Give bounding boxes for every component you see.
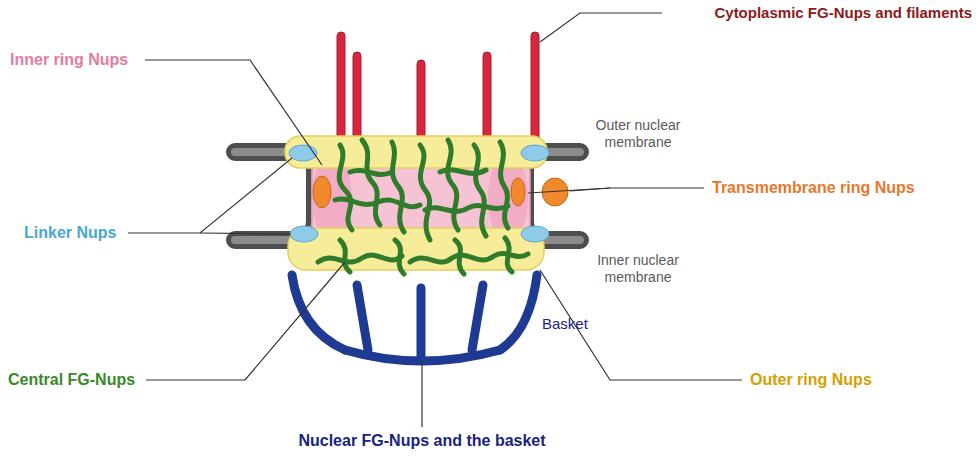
part-label: Central FG-Nups [8, 370, 135, 390]
cytoplasmic-filament [337, 32, 539, 142]
part-label: Inner ring Nups [10, 50, 128, 70]
part-label: Nuclear FG-Nups and the basket [160, 431, 684, 451]
membrane-label: Outer nuclear membrane [588, 117, 688, 151]
part-label: Basket [542, 314, 588, 334]
part-label: Transmembrane ring Nups [712, 178, 915, 198]
transmembrane-ring [313, 176, 568, 208]
part-label: Cytoplasmic FG-Nups and filaments [714, 3, 972, 23]
leader-line [128, 13, 742, 427]
part-label: Outer ring Nups [750, 370, 872, 390]
part-label: Linker Nups [24, 223, 116, 243]
nuclear-basket [292, 275, 537, 361]
fg-nup-strand [318, 140, 528, 274]
membrane-label: Inner nuclear membrane [588, 252, 688, 286]
